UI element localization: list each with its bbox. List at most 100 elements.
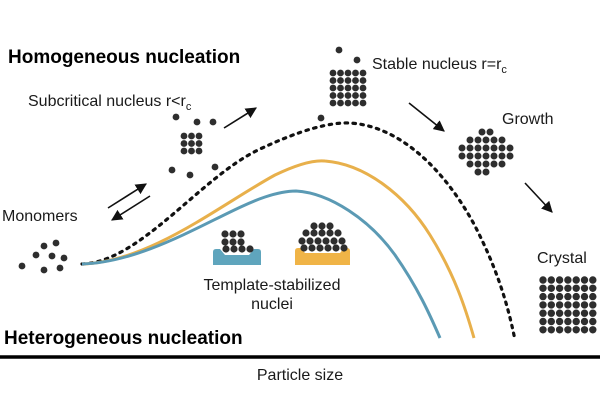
- stable-nucleus-particles: [317, 46, 367, 122]
- particle: [195, 140, 203, 147]
- orange-template-nucleus-particles: [298, 222, 348, 252]
- particle: [237, 238, 245, 246]
- particle: [318, 229, 326, 237]
- particle: [490, 160, 498, 168]
- particle: [572, 309, 580, 317]
- particle: [329, 77, 337, 84]
- particle: [300, 244, 308, 252]
- arrow-down-left-icon: [111, 195, 151, 221]
- particle: [337, 99, 344, 107]
- particle: [572, 284, 580, 292]
- particle: [564, 301, 572, 309]
- particle: [547, 301, 555, 309]
- particle: [52, 239, 60, 247]
- particle: [337, 84, 344, 92]
- particle: [308, 244, 316, 252]
- particle: [188, 147, 195, 155]
- particle: [466, 144, 474, 152]
- particle: [539, 284, 547, 292]
- particle: [359, 69, 367, 77]
- blue-template-nucleus-particles: [221, 230, 254, 253]
- particle: [18, 262, 26, 270]
- particle: [329, 69, 337, 77]
- particle: [306, 237, 314, 245]
- particle: [555, 276, 564, 284]
- arrow-up-right-icon: [107, 183, 147, 209]
- particle: [547, 309, 555, 317]
- particle: [221, 230, 229, 238]
- particle: [589, 284, 597, 292]
- particle: [580, 284, 589, 292]
- homogeneous-energy-curve: [80, 121, 517, 342]
- particle: [172, 113, 180, 121]
- particle: [229, 238, 237, 246]
- particle: [589, 317, 597, 326]
- particle: [337, 77, 344, 84]
- particle: [572, 292, 580, 301]
- particle: [359, 84, 367, 92]
- particle: [180, 140, 188, 147]
- particle: [490, 136, 498, 144]
- particle: [329, 99, 337, 107]
- template-label-line1: Template-stabilized: [204, 277, 341, 294]
- particle: [539, 309, 547, 317]
- particle: [547, 284, 555, 292]
- particle: [359, 77, 367, 84]
- particle: [40, 242, 48, 250]
- arrow-down-right-icon: [408, 102, 445, 132]
- particle: [230, 245, 238, 253]
- particle: [564, 284, 572, 292]
- particle: [539, 301, 547, 309]
- particle: [580, 301, 589, 309]
- particle: [547, 292, 555, 301]
- particle: [314, 237, 322, 245]
- particle: [344, 92, 352, 99]
- orange-template-substrate: [295, 248, 350, 265]
- particle: [482, 136, 490, 144]
- particle: [324, 244, 332, 252]
- particle: [539, 276, 547, 284]
- particle: [506, 152, 514, 160]
- particle: [555, 309, 564, 317]
- stable-nucleus-label: Stable nucleus r=rc: [372, 56, 507, 76]
- particle: [340, 244, 348, 252]
- particle: [326, 229, 334, 237]
- particle: [466, 152, 474, 160]
- particle: [555, 301, 564, 309]
- particle: [48, 252, 56, 260]
- particle: [474, 168, 482, 176]
- particle: [329, 84, 337, 92]
- particle: [195, 147, 203, 155]
- particle: [318, 222, 326, 230]
- particle: [338, 237, 346, 245]
- heterogeneous-title: Heterogeneous nucleation: [4, 328, 243, 349]
- particle: [229, 230, 237, 238]
- particle: [466, 136, 474, 144]
- particle: [474, 136, 482, 144]
- particle: [60, 254, 68, 262]
- particle: [246, 245, 254, 253]
- particle: [344, 99, 352, 107]
- crystal-particles: [539, 276, 597, 334]
- growth-label: Growth: [502, 111, 554, 128]
- particle: [344, 69, 352, 77]
- particle: [498, 136, 506, 144]
- template-blue-energy-curve: [81, 189, 442, 339]
- particle: [180, 147, 188, 155]
- particle: [564, 309, 572, 317]
- particle: [498, 152, 506, 160]
- particle: [329, 92, 337, 99]
- particle: [352, 69, 359, 77]
- particle: [310, 222, 318, 230]
- homogeneous-title: Homogeneous nucleation: [8, 47, 240, 68]
- particle: [238, 245, 246, 253]
- particle: [482, 152, 490, 160]
- particle: [506, 144, 514, 152]
- particle: [334, 229, 342, 237]
- particle: [539, 326, 547, 334]
- particle: [572, 301, 580, 309]
- template-label-line2: nuclei: [251, 296, 293, 313]
- particle: [478, 128, 486, 136]
